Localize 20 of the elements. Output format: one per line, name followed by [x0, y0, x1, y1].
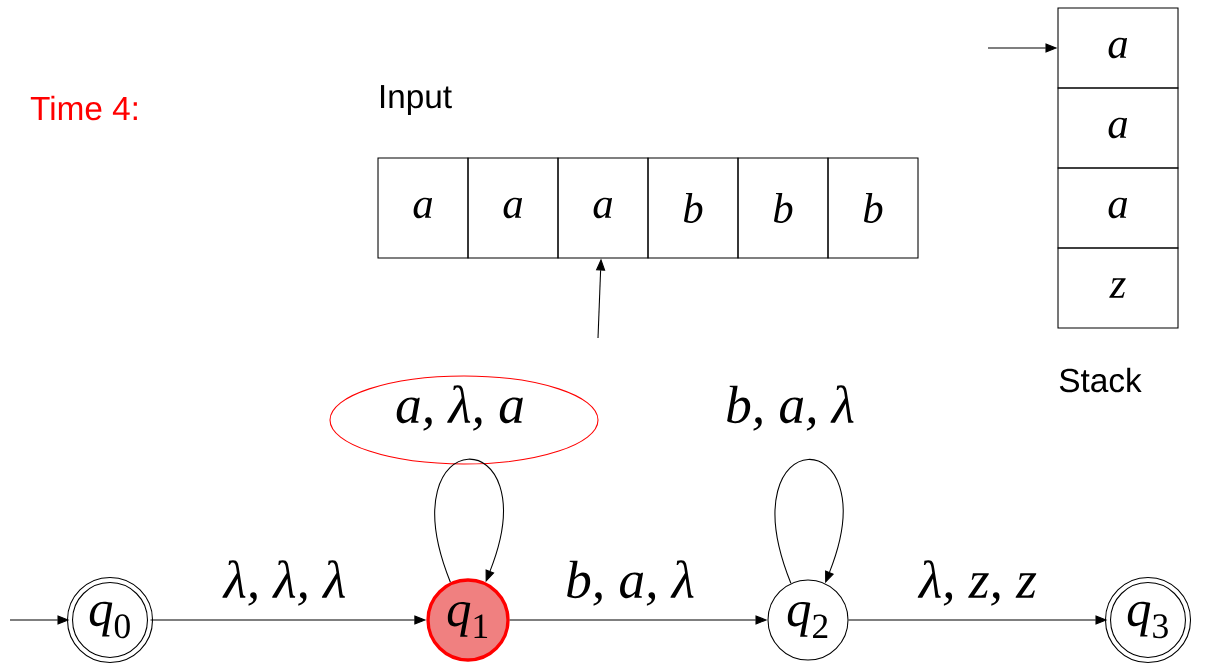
arrow [774, 458, 844, 584]
stack-cell: a [1057, 87, 1179, 169]
input-cell: a [467, 157, 559, 259]
edge-label: a, λ, a [393, 383, 527, 433]
text-label: Input [381, 85, 452, 115]
stack-cell: a [1057, 7, 1179, 89]
stack-cell: z [1057, 247, 1179, 329]
input-cell: a [377, 157, 469, 259]
input-cell: b [737, 157, 829, 259]
text-label: Time 4: [30, 95, 137, 121]
input-cell: b [647, 157, 739, 259]
stack-cell: a [1057, 167, 1179, 249]
arrow [434, 458, 504, 583]
edge-label: b, a, λ [563, 558, 697, 608]
input-cell: b [827, 157, 919, 259]
edge-label: λ, z, z [917, 558, 1039, 608]
edge-label: λ, λ, λ [222, 558, 348, 608]
edge-label: b, a, λ [723, 383, 857, 433]
input-cell: a [557, 157, 649, 259]
text-label: Stack [1059, 367, 1142, 393]
